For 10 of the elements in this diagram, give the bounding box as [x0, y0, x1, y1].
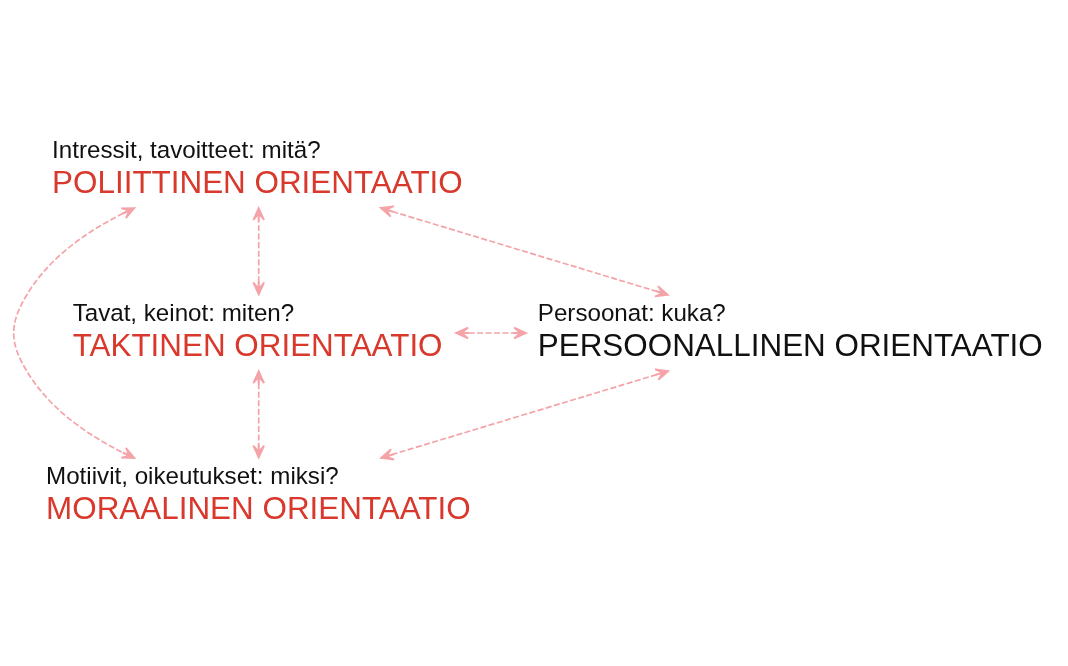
arrow — [380, 368, 670, 461]
arrow — [379, 205, 669, 298]
node-text: Motiivit, oikeutukset: miksi? MORAALINEN ORIENTAATIO — [46, 462, 471, 526]
arrow — [12, 207, 136, 459]
node-text: Intressit, tavoitteet: mitä? POLIITTINEN ORIENTAATIO — [52, 135, 463, 200]
node-text: Persoonat: kuka? PERSOONALLINEN ORIENTAATIO — [537, 298, 1043, 363]
arrow — [252, 207, 265, 296]
arrow — [252, 370, 265, 459]
arrow — [455, 326, 528, 340]
node-text: Tavat, keinot: miten? TAKTINEN ORIENTAATIO — [72, 298, 443, 363]
